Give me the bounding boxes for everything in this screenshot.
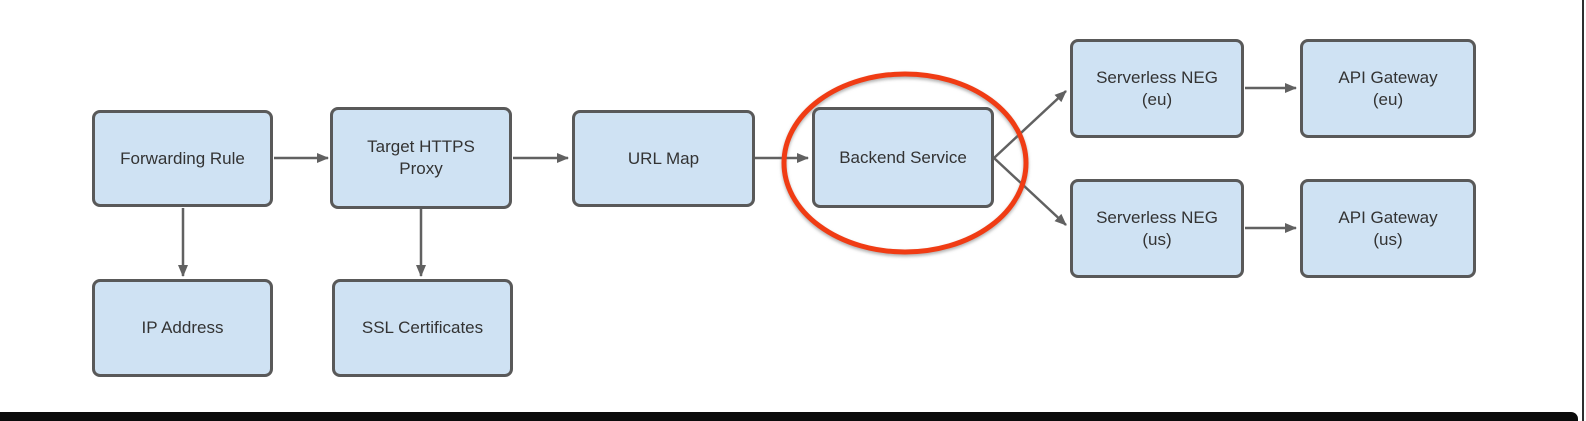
arrow-backend-service-to-serverless-neg-us (993, 157, 1067, 226)
node-serverless-neg-us: Serverless NEG (us) (1070, 179, 1244, 278)
node-api-gateway-us: API Gateway (us) (1300, 179, 1476, 278)
window-bottom-bar (0, 412, 1578, 421)
node-label-line: (eu) (1372, 89, 1404, 109)
node-label-line: Backend Service (839, 147, 967, 167)
node-label-line: Target HTTPS (367, 137, 475, 156)
node-label-line: API Gateway (1338, 207, 1438, 227)
node-ip-address: IP Address (92, 279, 273, 377)
node-label: URL Map (628, 148, 699, 170)
node-label: Serverless NEG (us) (1096, 207, 1218, 251)
node-label-line: Serverless NEG (1096, 67, 1218, 87)
node-forwarding-rule: Forwarding Rule (92, 110, 273, 207)
node-label: API Gateway (eu) (1338, 67, 1437, 111)
node-label-line: (us) (1373, 229, 1403, 249)
node-label: API Gateway (us) (1338, 207, 1437, 251)
window-right-edge-line (1582, 0, 1584, 421)
node-serverless-neg-eu: Serverless NEG (eu) (1070, 39, 1244, 138)
node-label-line: SSL Certificates (361, 318, 484, 337)
node-ssl-certificates: SSL Certificates (332, 279, 513, 377)
node-label-line: (eu) (1141, 89, 1173, 109)
node-label: Serverless NEG (eu) (1096, 67, 1218, 111)
arrow-backend-service-to-serverless-neg-eu (993, 90, 1067, 159)
node-label-line: Forwarding Rule (120, 148, 245, 168)
node-label-line: URL Map (627, 148, 700, 168)
node-label: Target HTTPS Proxy (367, 136, 475, 180)
node-label-line: API Gateway (1338, 67, 1438, 87)
node-label: Forwarding Rule (120, 148, 245, 170)
node-label-line: Proxy (399, 159, 443, 178)
node-label: IP Address (142, 317, 224, 339)
node-label: SSL Certificates (362, 317, 483, 339)
node-label-line: Serverless NEG (1096, 207, 1218, 227)
node-label-line: (us) (1142, 229, 1172, 249)
node-backend-service: Backend Service (812, 107, 994, 208)
node-label-line: IP Address (141, 318, 224, 337)
node-label: Backend Service (839, 147, 967, 169)
node-target-https-proxy: Target HTTPS Proxy (330, 107, 512, 209)
node-url-map: URL Map (572, 110, 755, 207)
node-api-gateway-eu: API Gateway (eu) (1300, 39, 1476, 138)
